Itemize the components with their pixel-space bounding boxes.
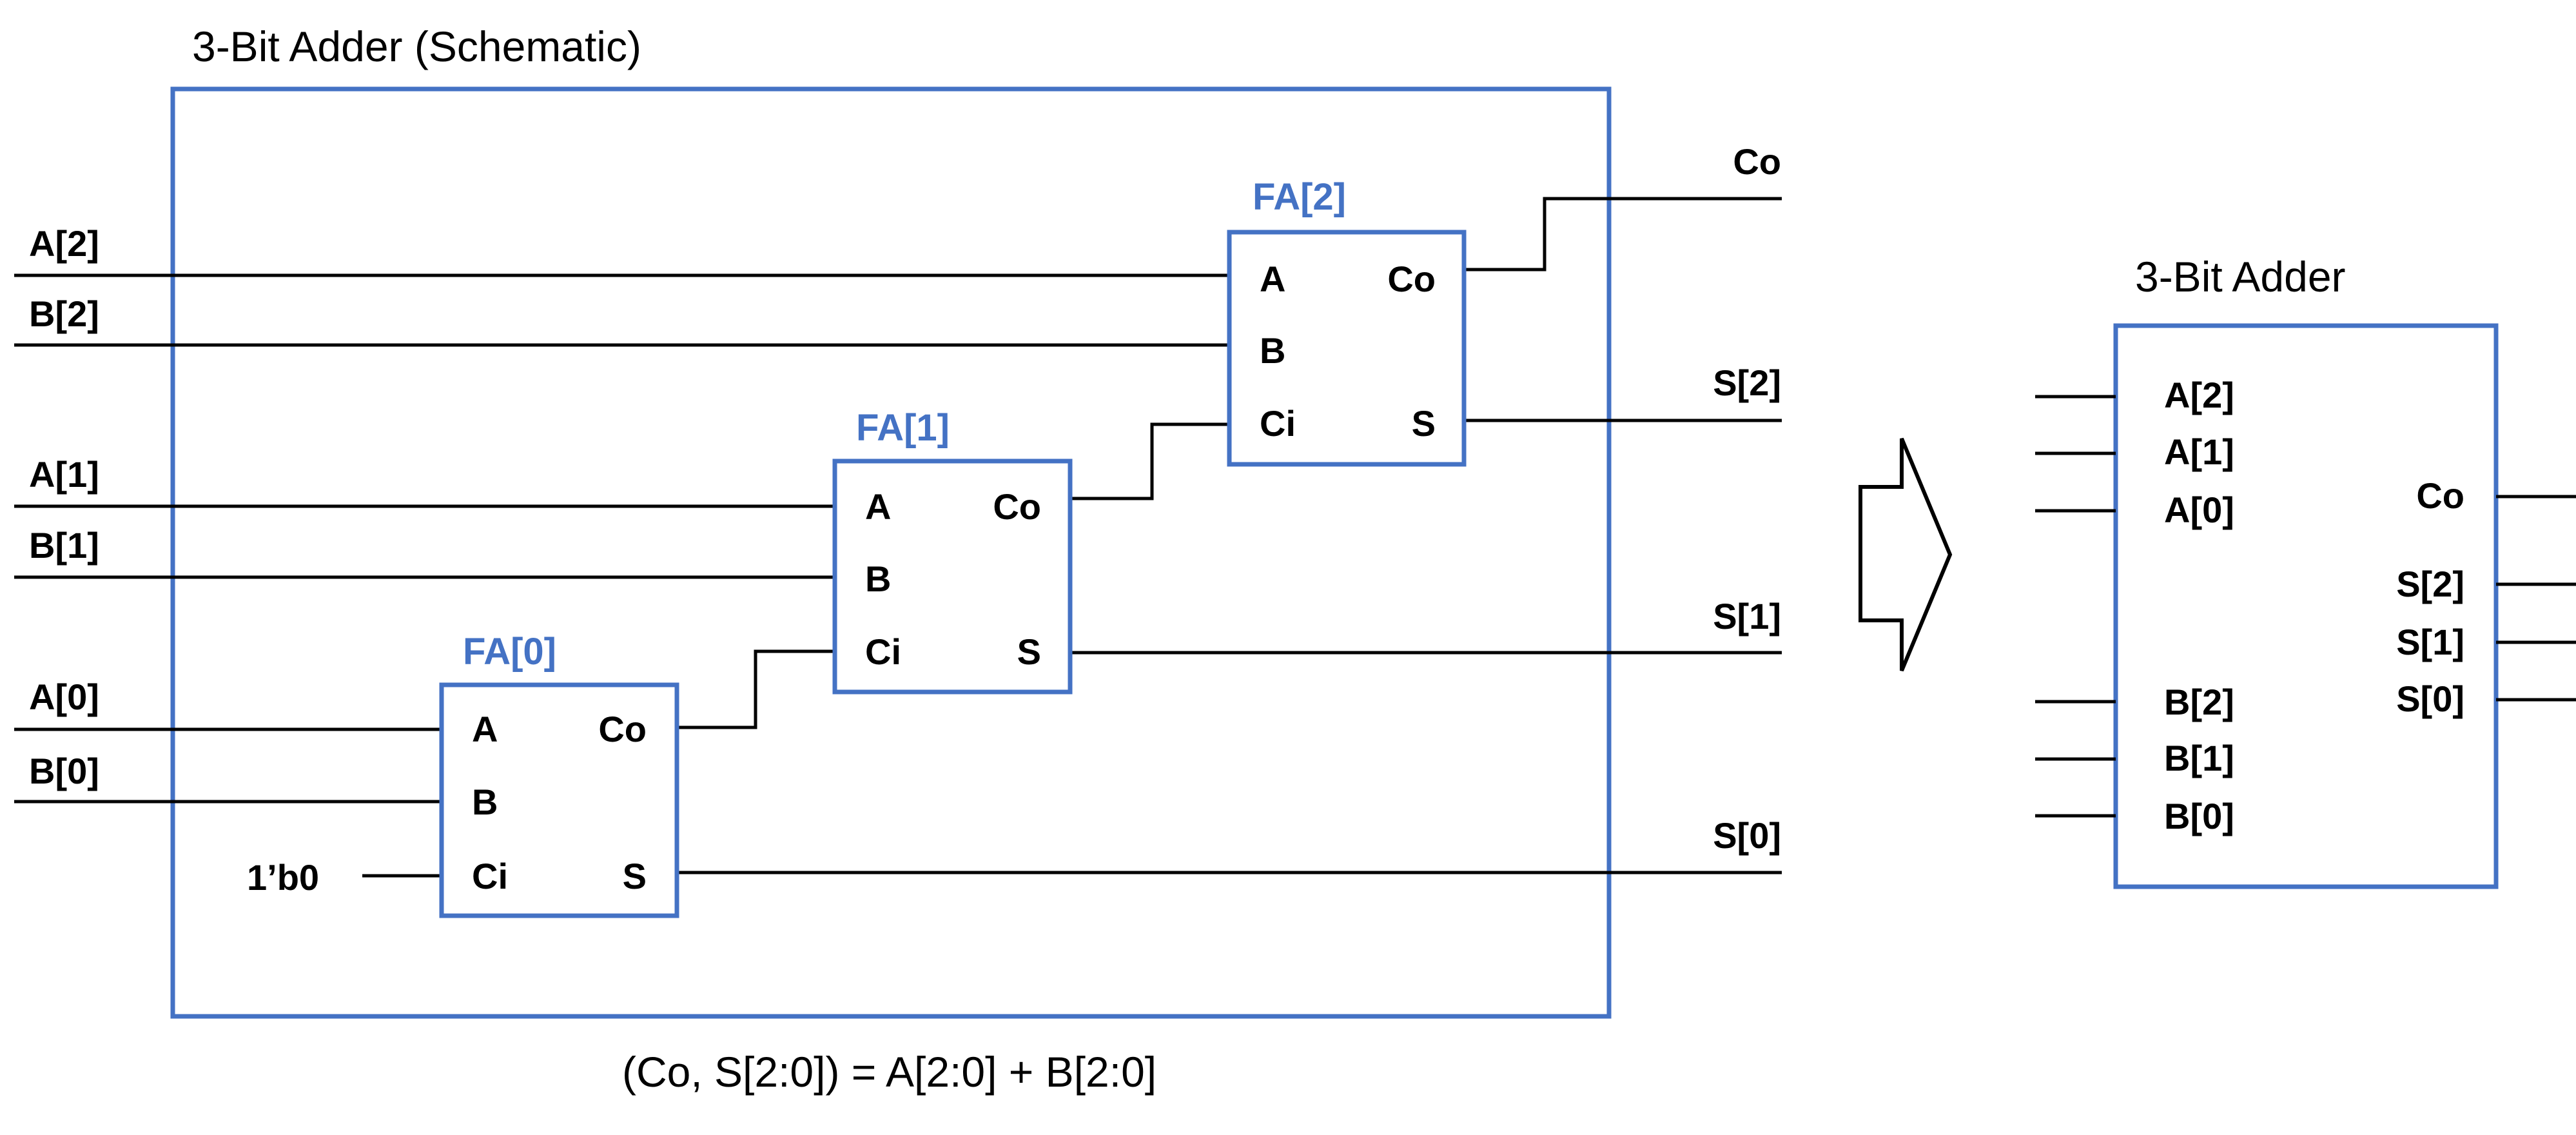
fa1-port-s: S [1017, 631, 1041, 672]
block-output-s0: S[0] [2396, 678, 2464, 719]
output-label-co: Co [1733, 141, 1781, 182]
output-label-s1: S[1] [1713, 596, 1781, 637]
fa2-label: FA[2] [1253, 176, 1346, 218]
fa1-port-co: Co [993, 486, 1041, 527]
block-output-s2: S[2] [2396, 564, 2464, 604]
fa1-label: FA[1] [856, 407, 950, 449]
fa0-port-co: Co [598, 709, 647, 749]
wire-carry-1-2 [1070, 422, 1229, 500]
block-title: 3-Bit Adder [2135, 253, 2346, 301]
fa2-port-s: S [1412, 403, 1436, 444]
fa1-box [832, 459, 1073, 695]
wire-carry-0-1 [677, 649, 835, 729]
input-wires [14, 273, 1229, 878]
output-wires [677, 197, 1782, 874]
carry-chain-wires [677, 422, 1229, 729]
schematic-boundary [170, 86, 1612, 1019]
fa1-port-ci: Ci [865, 631, 901, 672]
input-label-a2: A[2] [29, 223, 99, 264]
fa0-port-ci: Ci [472, 856, 508, 896]
fa2-box [1227, 230, 1467, 467]
fa2-port-ci: Ci [1260, 403, 1296, 444]
right-arrow-icon [1859, 437, 1953, 672]
block-input-b1: B[1] [2164, 738, 2234, 778]
block-output-s1: S[1] [2396, 622, 2464, 662]
block-input-a2: A[2] [2164, 375, 2234, 415]
fa1-port-b: B [865, 558, 891, 599]
fa1-port-a: A [865, 486, 891, 527]
schematic-title: 3-Bit Adder (Schematic) [192, 23, 641, 70]
adder-equation: (Co, S[2:0]) = A[2:0] + B[2:0] [622, 1048, 1156, 1096]
fa0-port-b: B [472, 782, 498, 822]
fa2-port-co: Co [1387, 259, 1436, 299]
fa0-label: FA[0] [463, 631, 556, 673]
output-label-s0: S[0] [1713, 815, 1781, 856]
block-input-a1: A[1] [2164, 431, 2234, 472]
block-output-co: Co [2416, 475, 2464, 516]
full-adder-1: FA[1] A B Ci Co S [832, 407, 1073, 695]
fa0-box [439, 682, 679, 918]
input-label-b1: B[1] [29, 525, 99, 566]
full-adder-2: FA[2] A B Ci Co S [1227, 176, 1467, 467]
input-label-b0: B[0] [29, 751, 99, 791]
block-input-b0: B[0] [2164, 796, 2234, 836]
input-label-a1: A[1] [29, 454, 99, 495]
block-input-a0: A[0] [2164, 489, 2234, 530]
block-boundary [2113, 323, 2499, 889]
fa2-port-b: B [1260, 330, 1285, 371]
output-label-s2: S[2] [1713, 362, 1781, 403]
carry-in-constant: 1’b0 [247, 857, 319, 898]
fa0-port-s: S [623, 856, 647, 896]
input-label-b2: B[2] [29, 293, 99, 334]
adder-block-symbol: 3-Bit Adder A[2] A[1] A[0] B[2] B[1] B[0… [2035, 253, 2576, 889]
input-label-a0: A[0] [29, 676, 99, 717]
block-input-b2: B[2] [2164, 682, 2234, 722]
fa0-port-a: A [472, 709, 498, 749]
wire-co [1464, 197, 1782, 271]
fa2-port-a: A [1260, 259, 1285, 299]
full-adder-0: FA[0] A B Ci Co S [439, 631, 679, 918]
